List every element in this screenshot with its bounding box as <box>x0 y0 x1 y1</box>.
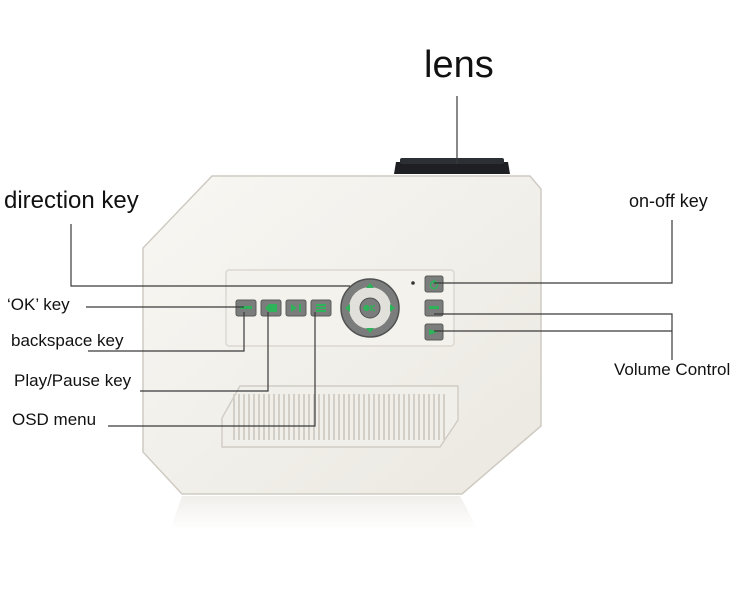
lens <box>394 158 510 174</box>
arrow-up-icon <box>366 283 374 288</box>
arrow-right-icon <box>390 304 395 312</box>
volume-control-label: Volume Control <box>614 360 731 379</box>
on-off-key-label: on-off key <box>629 191 708 211</box>
play-pause-icon <box>291 304 301 312</box>
backspace-button[interactable] <box>260 299 282 317</box>
osd-menu-button[interactable] <box>310 299 332 317</box>
leader-backspace <box>88 312 245 352</box>
leader-volume-up <box>434 313 673 360</box>
arrow-down-icon <box>366 328 374 333</box>
volume-down-icon <box>429 329 438 335</box>
ok-icon <box>363 304 376 312</box>
floor-reflection <box>170 496 478 530</box>
leader-onoff <box>434 220 673 284</box>
backspace-key-label: backspace key <box>11 331 124 350</box>
leader-osd <box>108 312 316 427</box>
enter-icon <box>240 306 252 309</box>
power-button[interactable] <box>424 275 444 293</box>
osd-menu-label: OSD menu <box>12 410 97 429</box>
play-pause-key-label: Play/Pause key <box>14 371 132 390</box>
backspace-icon <box>265 304 277 312</box>
indicator-light <box>411 281 415 285</box>
leader-playpause <box>140 312 269 392</box>
volume-up-button[interactable] <box>424 299 444 317</box>
leader-lines <box>70 96 673 427</box>
menu-icon <box>316 304 326 312</box>
play-pause-button[interactable] <box>285 299 307 317</box>
direction-key-label: direction key <box>4 187 139 214</box>
lens-label: lens <box>424 44 494 86</box>
arrow-left-icon <box>345 304 350 312</box>
power-icon <box>429 279 439 290</box>
volume-up-icon <box>429 306 439 309</box>
leader-direction <box>70 224 350 287</box>
direction-pad[interactable] <box>340 278 400 338</box>
ok-button[interactable] <box>235 299 257 317</box>
vent-grille <box>221 385 459 448</box>
ok-key-label: ‘OK’ key <box>7 295 70 314</box>
volume-down-button[interactable] <box>424 323 444 341</box>
control-panel <box>225 269 455 347</box>
